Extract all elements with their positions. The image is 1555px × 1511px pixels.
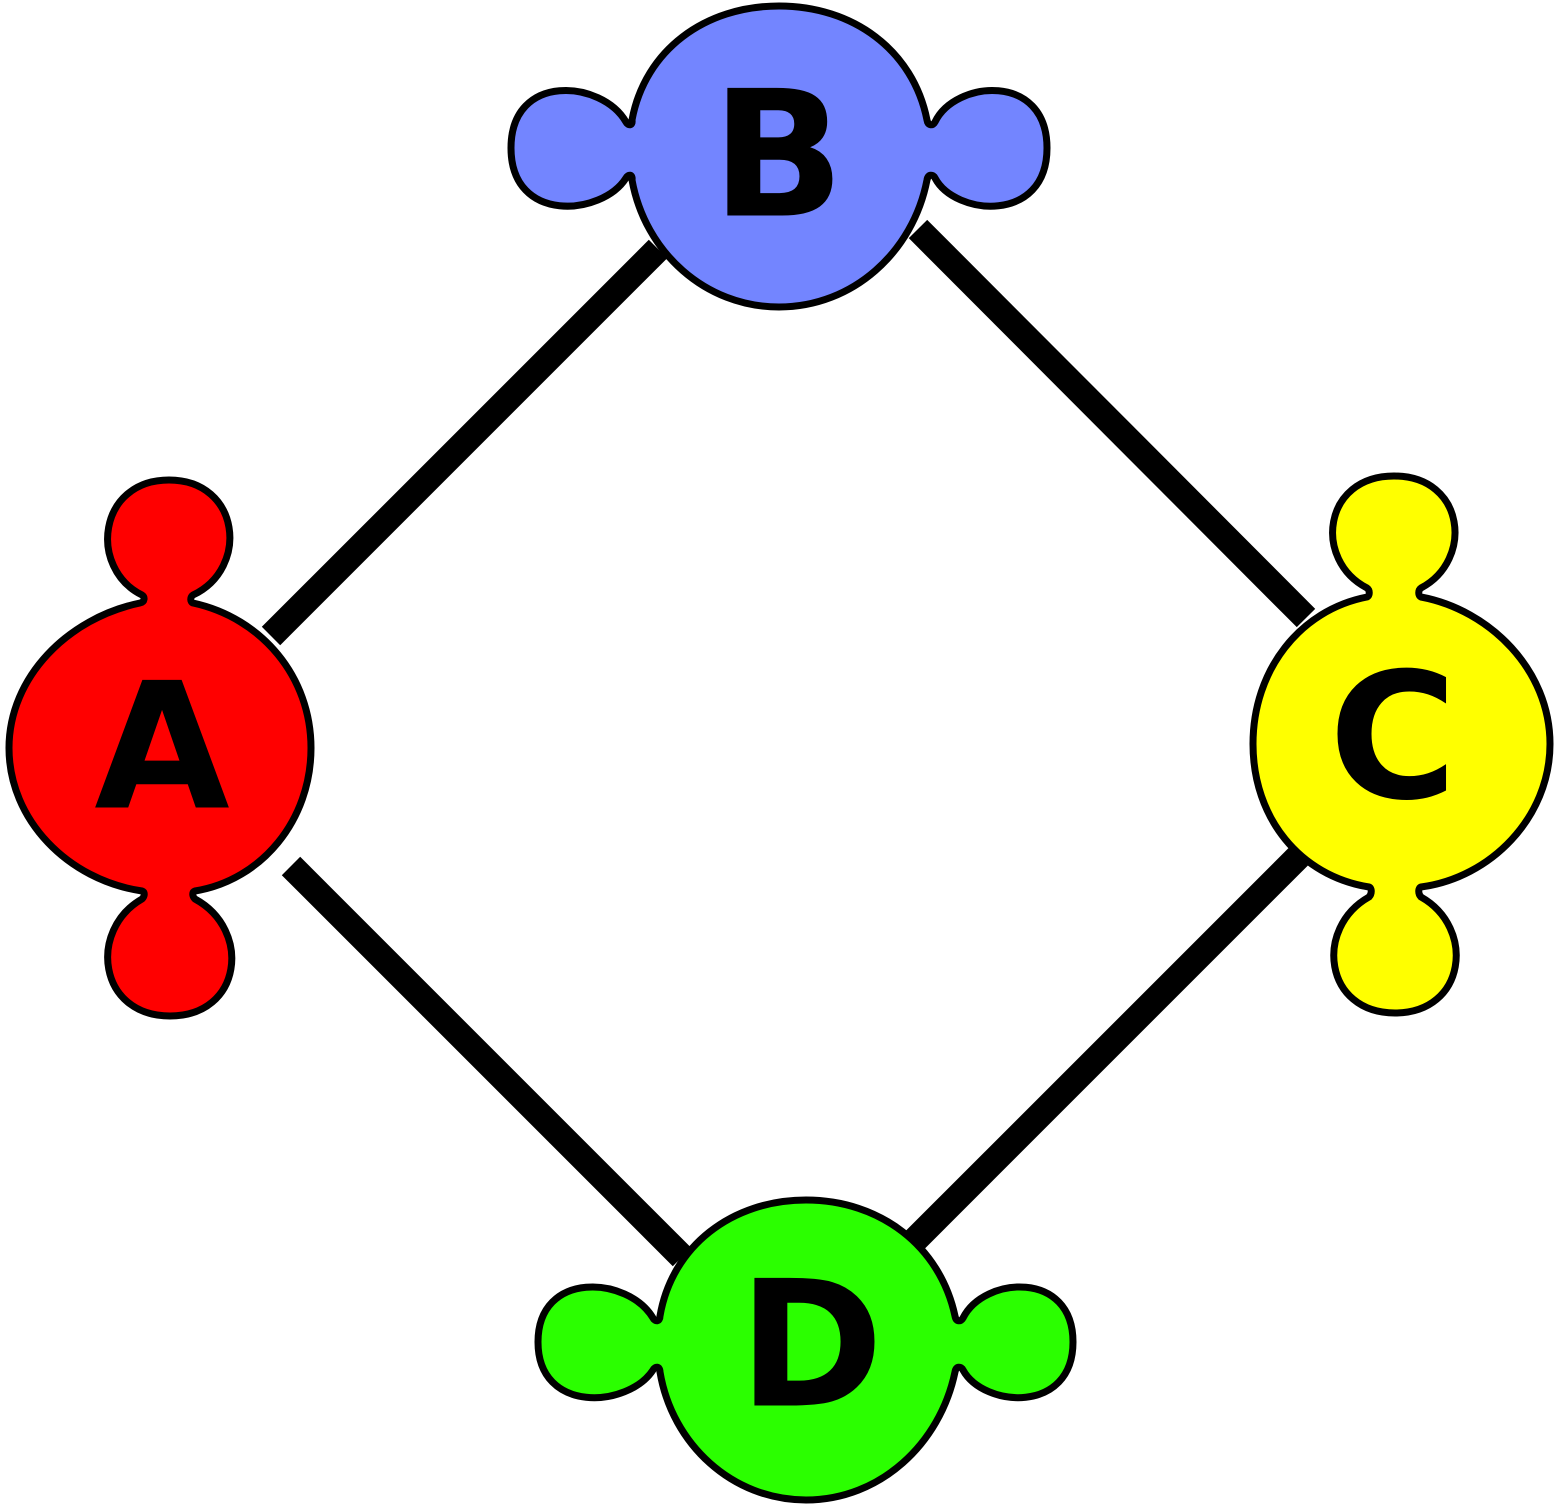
lobed-circle-icon	[534, 1196, 1077, 1504]
node-a-label: A	[94, 647, 229, 850]
edge-d-a	[281, 856, 692, 1267]
node-d-label: D	[738, 1245, 883, 1448]
edge-a-b	[261, 239, 668, 646]
node-c[interactable]: C	[1249, 472, 1554, 1017]
lobed-circle-icon	[1249, 472, 1554, 1017]
node-b-label: B	[711, 55, 844, 258]
node-b[interactable]: B	[507, 2, 1051, 311]
lobed-circle-icon	[507, 2, 1051, 311]
node-d[interactable]: D	[534, 1196, 1077, 1504]
lobed-circle-icon	[5, 476, 315, 1020]
node-c-label: C	[1329, 637, 1457, 840]
node-a[interactable]: A	[5, 476, 315, 1020]
edge-c-d	[902, 843, 1312, 1253]
edge-b-c	[908, 219, 1316, 628]
edges-layer	[261, 219, 1316, 1267]
